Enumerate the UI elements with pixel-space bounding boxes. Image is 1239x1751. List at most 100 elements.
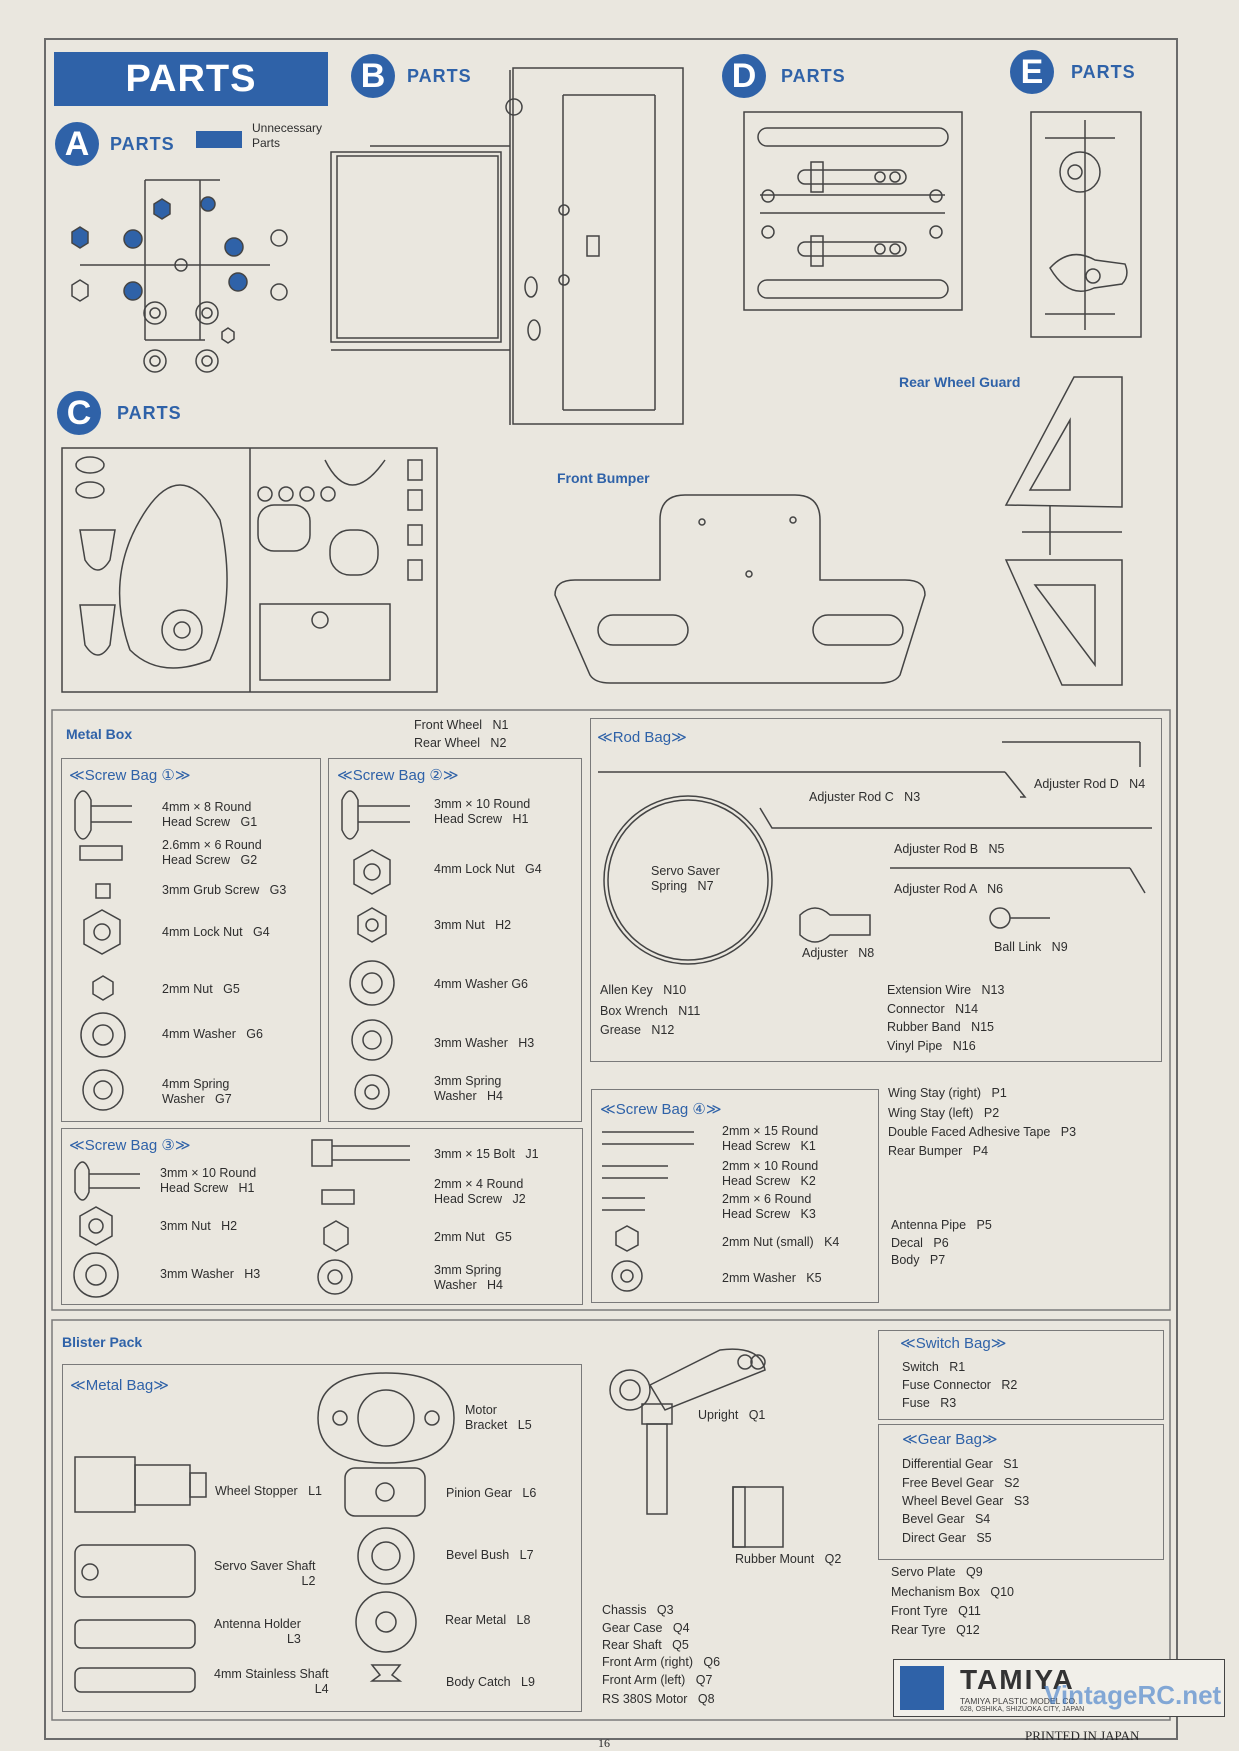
rear-wheel-guard-label: Rear Wheel Guard	[899, 374, 1021, 390]
label-parts-c: PARTS	[117, 403, 182, 423]
screw-bag-3-item: 2mm × 4 Round Head Screw J2	[434, 1177, 526, 1206]
metal-box-frame	[51, 709, 1171, 1311]
b-parts-sprue	[330, 67, 684, 425]
metal-bag-box	[62, 1364, 582, 1712]
screw-bag-2-item: 4mm Washer G6	[434, 977, 529, 991]
screw-bag-3-item: 2mm Nut G5	[434, 1230, 512, 1244]
q-list-item: Chassis Q3	[602, 1603, 674, 1617]
screw-bag-icons	[73, 790, 694, 1298]
screw-bag-4-item: 2mm × 10 Round Head Screw K2	[722, 1159, 819, 1188]
metal-bag-item: Pinion Gear L6	[446, 1486, 537, 1500]
q-right-item: Front Tyre Q11	[891, 1604, 981, 1618]
rod-item: Ball Link N9	[994, 940, 1068, 954]
rear-wheel-guard-drawing	[1004, 376, 1123, 686]
screw-bag-1-box	[61, 758, 321, 1122]
screw-bag-3-box	[61, 1128, 583, 1305]
unnecessary-label: Unnecessary Parts	[252, 121, 323, 150]
label-parts-a: PARTS	[110, 134, 175, 154]
q-item: Rubber Mount Q2	[735, 1552, 842, 1566]
p-list-item: Rear Bumper P4	[888, 1144, 989, 1158]
c-parts-sprue	[61, 447, 438, 693]
label-parts-d: PARTS	[781, 66, 846, 86]
tamiya-address: 628, OSHIKA, SHIZUOKA CITY, JAPAN	[960, 1706, 1085, 1713]
rod-list-left: Box Wrench N11	[600, 1004, 701, 1018]
rod-item: Adjuster Rod C N3	[809, 790, 921, 804]
q-list-item: Rear Shaft Q5	[602, 1638, 689, 1652]
q-item: Upright Q1	[698, 1408, 766, 1422]
blister-frame	[51, 1319, 1171, 1721]
screw-bag-2-item: 4mm Lock Nut G4	[434, 862, 542, 876]
screw-bag-1-item: 4mm × 8 Round Head Screw G1	[162, 800, 258, 829]
gear-bag-item: Bevel Gear S4	[902, 1512, 991, 1526]
front-bumper-label: Front Bumper	[557, 470, 650, 486]
screw-bag-3-item: 3mm × 15 Bolt J1	[434, 1147, 539, 1161]
front-wheel-label: Front Wheel N1	[414, 718, 509, 732]
a-parts-sprue	[71, 179, 288, 373]
badge-e: E	[1010, 50, 1054, 94]
unnecessary-swatch	[196, 131, 242, 148]
tamiya-brand: TAMIYA	[960, 1664, 1075, 1695]
q-right-item: Mechanism Box Q10	[891, 1585, 1014, 1599]
p-list-item: Wing Stay (left) P2	[888, 1106, 1000, 1120]
rod-bag-title: ≪Rod Bag≫	[597, 729, 687, 746]
metal-bag-item: Motor Bracket L5	[465, 1403, 532, 1432]
metal-bag-title: ≪Metal Bag≫	[70, 1377, 169, 1394]
metal-box-title: Metal Box	[66, 726, 133, 742]
screw-bag-2-box	[328, 758, 582, 1122]
screw-bag-3-item: 3mm Washer H3	[160, 1267, 261, 1281]
switch-bag-item: Fuse R3	[902, 1396, 957, 1410]
page-title: PARTS	[54, 52, 328, 106]
screw-bag-2-item: 3mm Washer H3	[434, 1036, 535, 1050]
p-list-item: Body P7	[891, 1253, 946, 1267]
rod-list-right: Vinyl Pipe N16	[887, 1039, 976, 1053]
gear-bag-title: ≪Gear Bag≫	[902, 1431, 998, 1448]
screw-bag-1-item: 4mm Spring Washer G7	[162, 1077, 232, 1106]
q-right-item: Rear Tyre Q12	[891, 1623, 980, 1637]
badge-b: B	[351, 54, 395, 98]
tamiya-company: TAMIYA PLASTIC MODEL CO.	[960, 1696, 1078, 1706]
page-frame	[44, 38, 1178, 1740]
rod-bag-drawings	[598, 741, 1152, 965]
blister-title: Blister Pack	[62, 1334, 143, 1350]
screw-bag-4-item: 2mm Washer K5	[722, 1271, 822, 1285]
page-number: 16	[598, 1736, 610, 1750]
rod-item: Servo Saver Spring N7	[651, 864, 720, 893]
e-parts-sprue	[1030, 111, 1142, 338]
metal-bag-item: Rear Metal L8	[445, 1613, 531, 1627]
rod-list-left: Grease N12	[600, 1023, 675, 1037]
p-list-item: Wing Stay (right) P1	[888, 1086, 1007, 1100]
gear-bag-item: Wheel Bevel Gear S3	[902, 1494, 1030, 1508]
screw-bag-1-item: 4mm Washer G6	[162, 1027, 263, 1041]
screw-bag-4-item: 2mm × 15 Round Head Screw K1	[722, 1124, 819, 1153]
metal-bag-item: 4mm Stainless Shaft L4	[214, 1667, 329, 1696]
rod-list-left: Allen Key N10	[600, 983, 687, 997]
switch-bag-title: ≪Switch Bag≫	[900, 1335, 1007, 1352]
metal-bag-item: Bevel Bush L7	[446, 1548, 534, 1562]
metal-bag-item: Wheel Stopper L1	[215, 1484, 323, 1498]
screw-bag-2-item: 3mm Nut H2	[434, 918, 512, 932]
q-list-item: Front Arm (right) Q6	[602, 1655, 721, 1669]
label-parts-b: PARTS	[407, 66, 472, 86]
screw-bag-4-box	[591, 1089, 879, 1303]
rod-item: Adjuster Rod A N6	[894, 882, 1004, 896]
screw-bag-3-item: 3mm Nut H2	[160, 1219, 238, 1233]
gear-bag-item: Free Bevel Gear S2	[902, 1476, 1020, 1490]
rear-wheel-label: Rear Wheel N2	[414, 736, 507, 750]
front-bumper-drawing	[554, 494, 926, 684]
printed-in-japan: PRINTED IN JAPAN	[1025, 1728, 1140, 1743]
tamiya-star-icon	[900, 1666, 944, 1710]
screw-bag-2-item: 3mm Spring Washer H4	[434, 1074, 504, 1103]
screw-bag-4-title: ≪Screw Bag ④≫	[600, 1101, 722, 1118]
screw-bag-1-item: 4mm Lock Nut G4	[162, 925, 270, 939]
metal-bag-item: Servo Saver Shaft L2	[214, 1559, 316, 1588]
screw-bag-1-item: 2mm Nut G5	[162, 982, 240, 996]
rod-bag-box	[590, 718, 1162, 1062]
rod-list-right: Rubber Band N15	[887, 1020, 995, 1034]
screw-bag-3-item: 3mm Spring Washer H4	[434, 1263, 504, 1292]
gear-bag-item: Direct Gear S5	[902, 1531, 992, 1545]
p-list-item: Antenna Pipe P5	[891, 1218, 992, 1232]
blister-drawings	[74, 1348, 784, 1693]
watermark: VintageRC.net	[1044, 1680, 1222, 1710]
switch-bag-item: Fuse Connector R2	[902, 1378, 1018, 1392]
